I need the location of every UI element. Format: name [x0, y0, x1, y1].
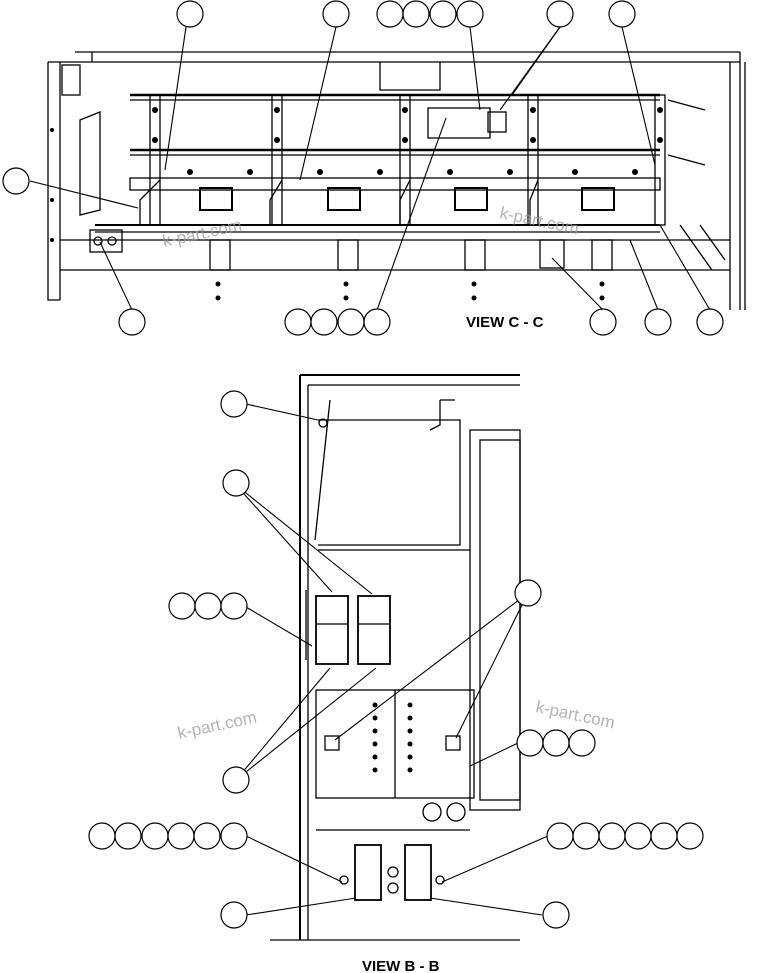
leader-lines	[29, 26, 711, 916]
callout-balloons	[2, 0, 724, 929]
view-c-c-drawing	[47, 51, 746, 310]
view-b-b-drawing	[270, 374, 521, 941]
view-b-b-label: VIEW B - B	[362, 958, 440, 973]
view-c-c-label: VIEW C - C	[466, 314, 544, 331]
